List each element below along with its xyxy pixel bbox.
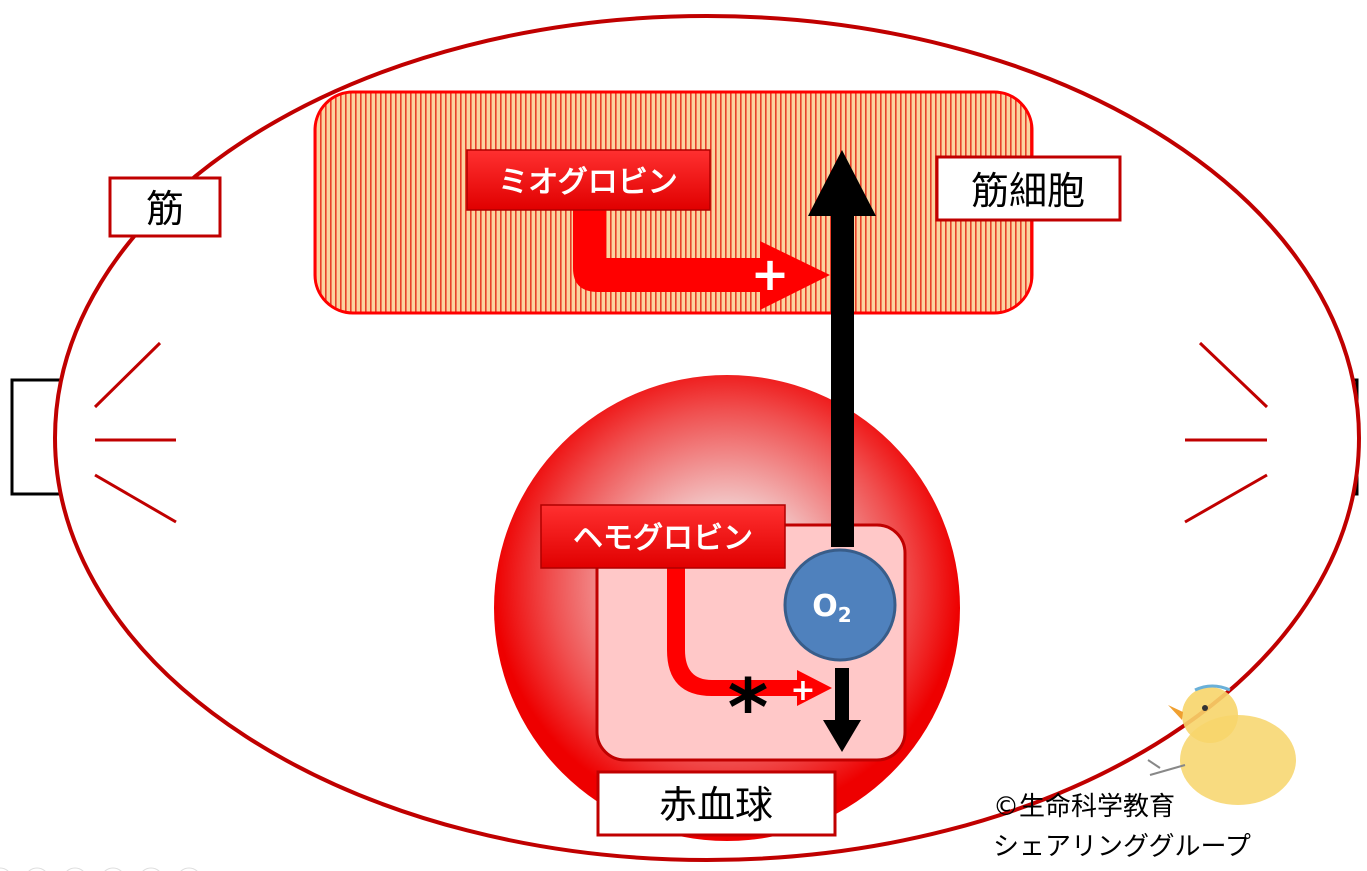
plus-sign-small: + <box>790 673 815 708</box>
copyright-line-2: シェアリンググループ <box>993 832 1251 862</box>
slide-navigation-dots <box>0 867 198 871</box>
red-blood-cell-label: 赤血球 <box>596 770 837 837</box>
contraction-lines-left <box>93 341 177 524</box>
left-tendon <box>10 378 62 496</box>
svg-text:赤血球: 赤血球 <box>659 783 773 827</box>
asterisk: * <box>728 664 769 754</box>
svg-text:ミオグロビン: ミオグロビン <box>498 165 677 200</box>
oxygen-molecule: O2 <box>783 548 897 662</box>
oxygen-release-arrow-up <box>808 150 876 547</box>
muscle-label: 筋 <box>108 176 222 238</box>
muscle-cell-label: 筋細胞 <box>935 155 1122 222</box>
svg-text:O2: O2 <box>812 589 851 627</box>
svg-text:ヘモグロビン: ヘモグロビン <box>573 521 753 556</box>
copyright-line-1: ©生命科学教育 <box>993 792 1175 822</box>
svg-text:筋: 筋 <box>146 187 184 231</box>
chick-mascot <box>1147 684 1296 805</box>
hemoglobin-label: ヘモグロビン <box>540 504 786 569</box>
myoglobin-label: ミオグロビン <box>466 149 711 211</box>
svg-text:筋細胞: 筋細胞 <box>971 169 1085 213</box>
myoglobin-arrow-shape <box>573 208 830 310</box>
contraction-lines-right <box>1184 341 1269 524</box>
plus-sign: + <box>751 247 790 301</box>
oxygen-arrow-down <box>823 668 861 752</box>
hemoglobin-arrow <box>667 568 832 706</box>
